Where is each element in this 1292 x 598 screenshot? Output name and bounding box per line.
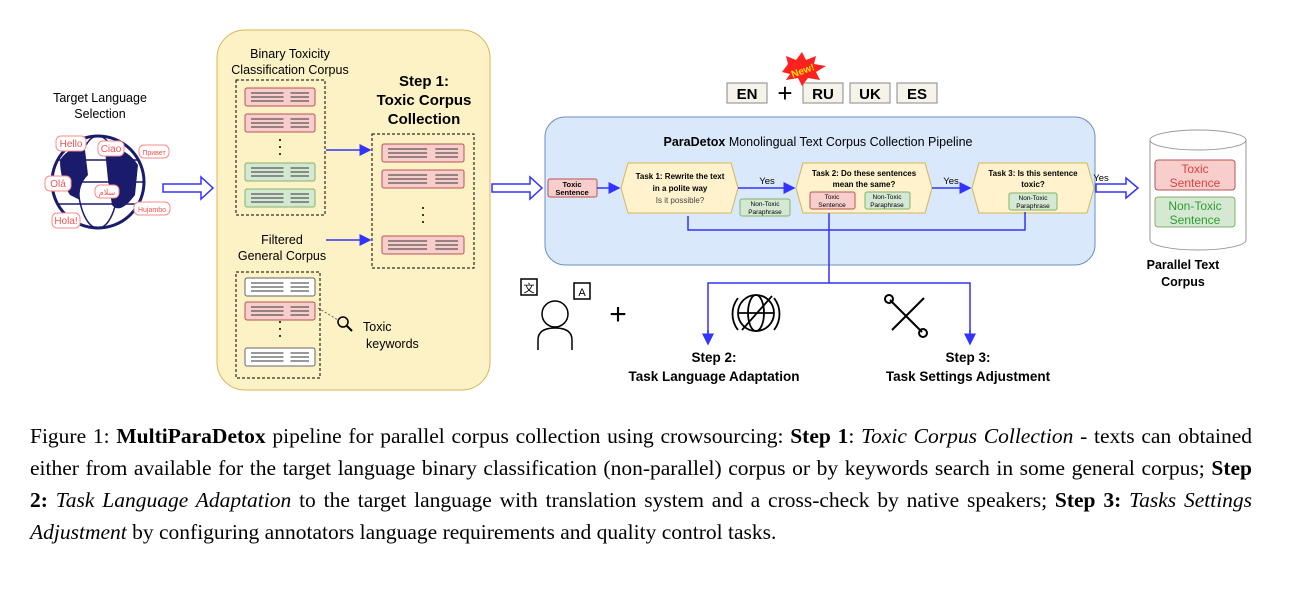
lang-es: ES: [907, 86, 927, 103]
nontoxic-label-1: Non-Toxic: [873, 194, 903, 201]
step1-title-1: Step 1:: [399, 73, 449, 90]
task3-text-2: toxic?: [1021, 180, 1045, 189]
magnifier-icon: [337, 316, 353, 332]
tools-icon: [884, 294, 928, 338]
step3-title-2: Task Settings Adjustment: [886, 369, 1051, 384]
corpus-label-2: Corpus: [1161, 275, 1205, 289]
task2-text-1: Task 2: Do these sentences: [812, 169, 917, 178]
greeting-ciao: Ciao: [101, 144, 122, 155]
step2-title-2: Task Language Adaptation: [628, 369, 799, 384]
pipeline-diagram: Target Language Selection Hello Ciao При…: [44, 29, 1247, 391]
binary-corpus-label-1: Binary Toxicity: [250, 47, 330, 61]
ellipsis-dot: [422, 221, 424, 223]
task2-text-2: mean the same?: [833, 180, 896, 189]
hollow-arrow-icon: [162, 175, 215, 201]
translator-person-icon: 文 A: [520, 278, 591, 350]
step3-title-1: Step 3:: [945, 350, 990, 365]
filtered-corpus-label-2: General Corpus: [238, 249, 326, 263]
target-title-2: Selection: [74, 107, 125, 121]
ellipsis-dot: [422, 214, 424, 216]
lang-ru: RU: [812, 86, 834, 103]
nontoxic-label-2: Paraphrase: [748, 209, 782, 216]
corpus-toxic-2: Sentence: [1170, 176, 1221, 190]
figure-caption: Figure 1: MultiParaDetox pipeline for pa…: [30, 424, 1253, 544]
task1-text-1: Task 1: Rewrite the text: [636, 172, 725, 181]
corpus-toxic-1: Toxic: [1181, 162, 1208, 176]
ellipsis-dot: [279, 328, 281, 330]
toxic-label-1: Toxic: [825, 194, 841, 201]
binary-corpus-label-2: Classification Corpus: [231, 63, 348, 77]
dashed-corpus-box: [371, 133, 475, 269]
input-toxic-1: Toxic: [562, 180, 581, 189]
input-toxic-2: Sentence: [555, 188, 588, 197]
greeting-hola: Hola!: [54, 216, 77, 227]
task1-text-3: Is it possible?: [656, 196, 705, 205]
ellipsis-dot: [279, 146, 281, 148]
hollow-arrow-icon: [491, 175, 544, 201]
ellipsis-dot: [279, 335, 281, 337]
greeting-hello: Hello: [60, 139, 83, 150]
document-stacks: [235, 79, 475, 379]
hollow-arrow-icon: [1095, 176, 1140, 200]
toxic-label-2: Sentence: [818, 202, 846, 209]
pipeline-title: ParaDetox Monolingual Text Corpus Collec…: [664, 135, 973, 149]
lang-en: EN: [737, 86, 758, 103]
dashed-corpus-box: [235, 271, 321, 379]
new-starburst-icon: [782, 52, 826, 86]
nontoxic-label-2: Paraphrase: [1016, 203, 1050, 210]
keywords-label-2: keywords: [366, 337, 419, 351]
step1-container: [216, 29, 491, 391]
yes-label: Yes: [943, 176, 959, 187]
filtered-corpus-label-1: Filtered: [261, 233, 303, 247]
language-globe-chat-icon: [731, 294, 781, 332]
greeting-arabic: سلام: [99, 188, 116, 197]
ellipsis-dot: [422, 207, 424, 209]
step1-title-3: Collection: [388, 111, 461, 128]
task1-text-2: in a polite way: [653, 184, 708, 193]
nontoxic-label-2: Paraphrase: [870, 202, 904, 209]
nontoxic-label-1: Non-Toxic: [751, 201, 781, 208]
ellipsis-dot: [279, 153, 281, 155]
task1-node: [620, 162, 739, 214]
greeting-ola: Olá: [50, 179, 66, 190]
task3-node: [971, 162, 1095, 214]
yes-label: Yes: [1093, 173, 1109, 184]
plus-sign: +: [609, 298, 627, 331]
lang-en-box: [726, 82, 768, 104]
ellipsis-dot: [279, 321, 281, 323]
ellipsis-dot: [279, 139, 281, 141]
step1-title-2: Toxic Corpus: [377, 92, 472, 109]
greeting-bubbles: Hello Ciao Привет Olá Hola! Hujambo سلام: [44, 135, 171, 229]
plus-sign: +: [777, 78, 792, 108]
keywords-label-1: Toxic: [363, 320, 391, 334]
lang-uk: UK: [859, 86, 881, 103]
nontoxic-label-1: Non-Toxic: [1019, 195, 1049, 202]
greeting-hujambo: Hujambo: [138, 207, 166, 214]
dashed-corpus-box: [235, 79, 326, 216]
yes-label: Yes: [759, 176, 775, 187]
corpus-label-1: Parallel Text: [1147, 258, 1221, 272]
svg-text:文: 文: [524, 281, 535, 295]
task3-text-1: Task 3: Is this sentence: [988, 169, 1078, 178]
step2-title-1: Step 2:: [691, 350, 736, 365]
corpus-nontoxic-1: Non-Toxic: [1168, 199, 1221, 213]
target-title-1: Target Language: [53, 91, 147, 105]
greeting-privet: Привет: [142, 150, 166, 157]
corpus-nontoxic-2: Sentence: [1170, 213, 1221, 227]
svg-text:A: A: [578, 287, 586, 299]
